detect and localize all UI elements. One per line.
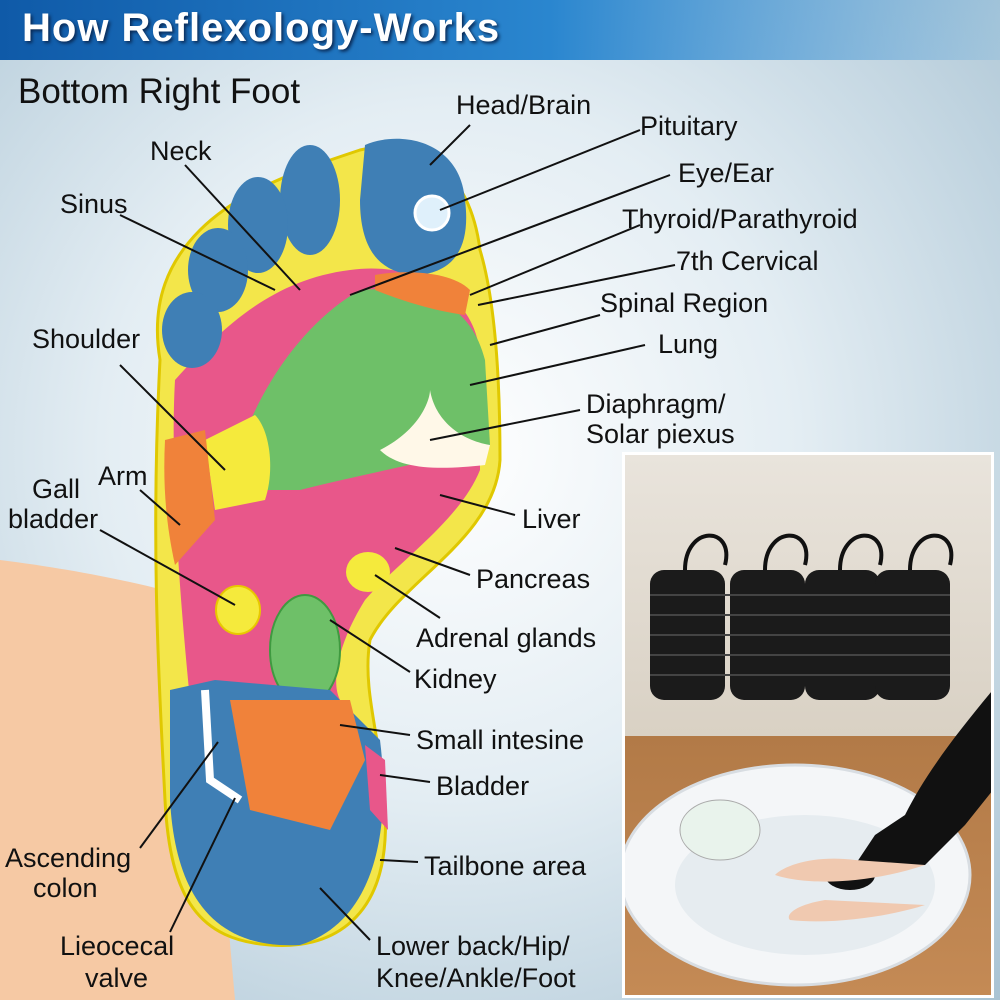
label-adrenal-glands: Adrenal glands [416,623,597,653]
label-pituitary: Pituitary [640,111,738,141]
subtitle: Bottom Right Foot [18,72,301,111]
thyroid-zone [375,272,470,315]
label-solar-plexus: Solar piexus [586,419,735,449]
colon-line [201,689,243,804]
adrenal-spot [346,552,390,592]
bladder-zone [365,745,388,830]
toe-2 [280,145,340,255]
title-bar [0,0,1000,60]
diaphragm-zone [380,390,490,468]
label-bladder: Bladder [436,771,530,801]
label-sinus: Sinus [60,189,128,219]
feet [775,858,925,922]
label-arm: Arm [98,461,148,491]
label-knee-ankle-foot: Knee/Ankle/Foot [376,963,576,993]
label-shoulder: Shoulder [32,324,141,354]
intestine-zone [230,700,365,830]
foot-bath-illustration [625,533,991,987]
label-kidney: Kidney [414,664,497,694]
label-neck: Neck [150,136,212,166]
label-gall: Gall [32,474,81,504]
gall-spot [215,585,261,635]
label-liver: Liver [522,504,581,534]
label-lower-back: Lower back/Hip/ [376,931,570,961]
label-tailbone: Tailbone area [424,851,587,881]
label-bladder-gall: bladder [8,504,99,534]
shoulder-zone [205,415,271,510]
label-colon: colon [33,873,98,903]
arm-zone [164,430,215,565]
label-pancreas: Pancreas [476,564,591,594]
legs [855,692,991,865]
label-eye-ear: Eye/Ear [678,158,775,188]
label-7th-cervical: 7th Cervical [676,246,819,276]
label-thyroid: Thyroid/Parathyroid [622,204,858,234]
label-head-brain: Head/Brain [456,90,592,120]
page-title: How Reflexology-Works [22,6,501,50]
label-small-intestine: Small intesine [416,725,585,755]
label-valve: valve [85,963,149,993]
cables [683,533,954,571]
toe-5 [162,292,222,368]
toe-4 [188,228,248,312]
controller [679,799,761,861]
leader-lines [99,124,676,941]
label-ascending: Ascending [5,843,132,873]
big-toe [360,138,467,275]
label-lieocecal: Lieocecal [60,931,175,961]
label-diaphragm: Diaphragm/ [586,389,726,419]
label-spinal-region: Spinal Region [600,288,769,318]
label-lung: Lung [658,329,719,359]
pituitary-spot [413,194,451,232]
product-photo [622,452,994,998]
